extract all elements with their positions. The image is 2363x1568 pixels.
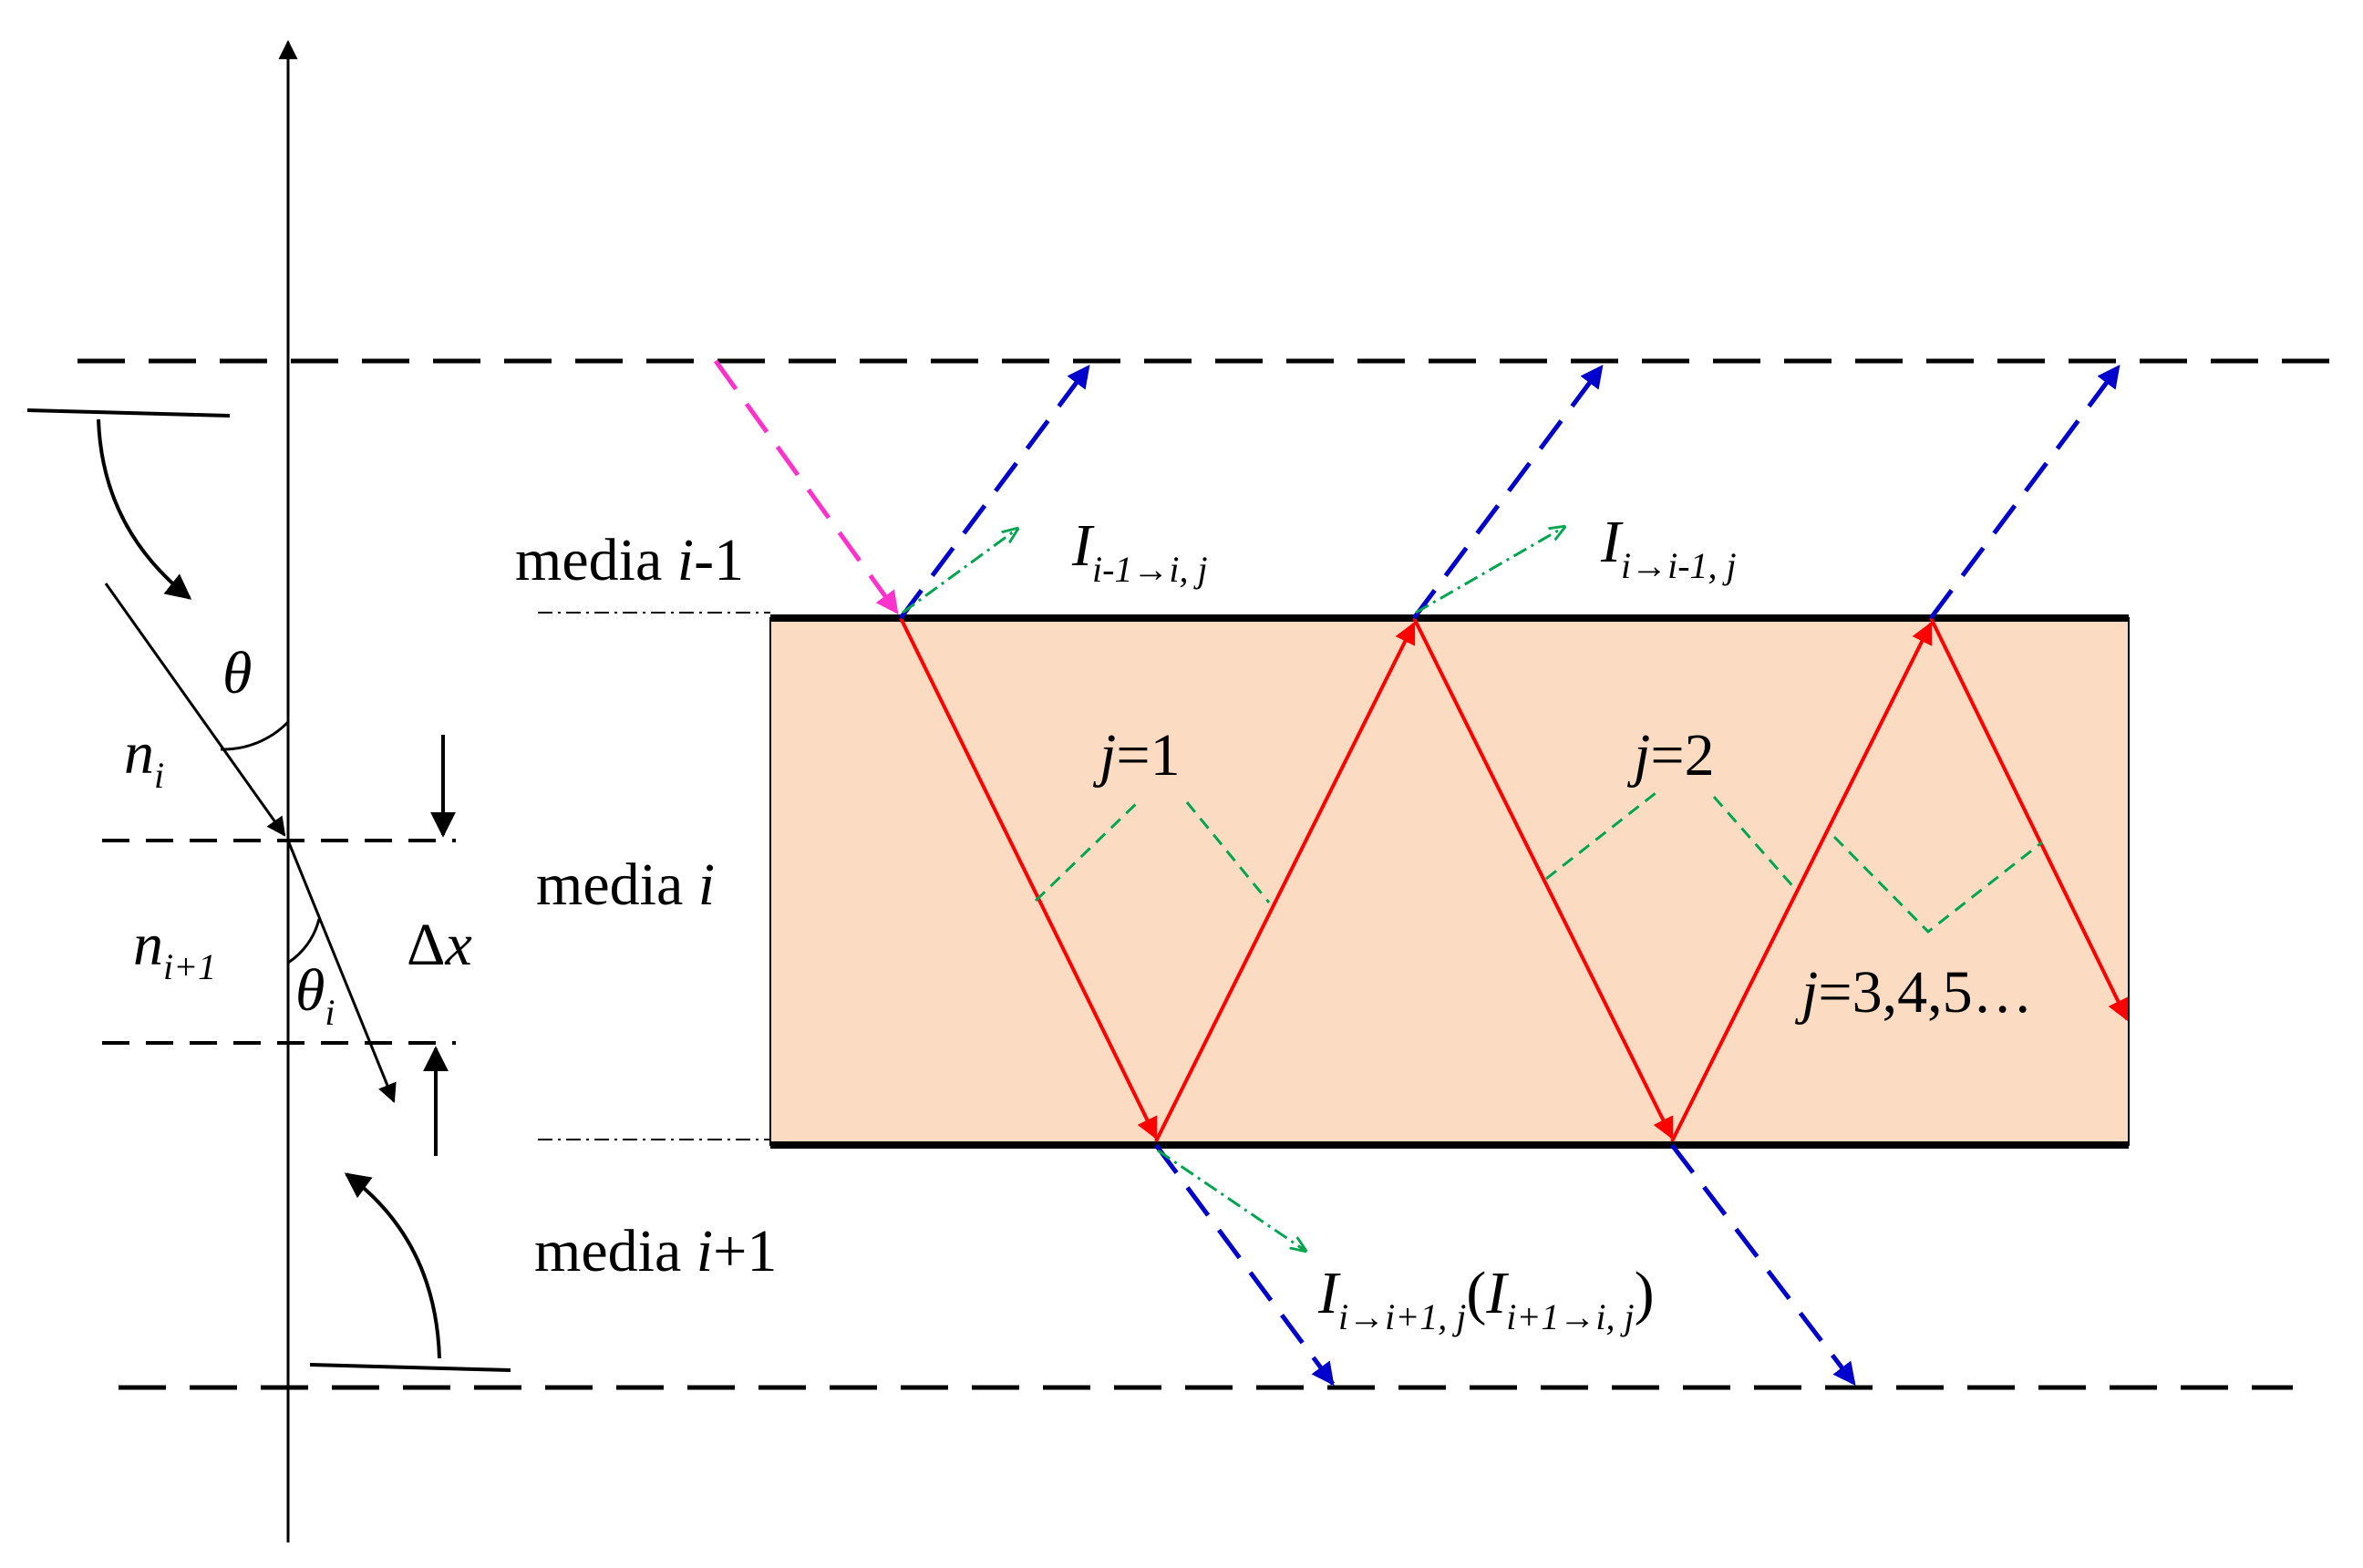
transmitted-ray-top-3	[1928, 364, 2121, 620]
transmitted-ray-top-2	[1411, 364, 1605, 620]
intensity-arrow-top-right	[1415, 527, 1564, 614]
theta-label: θ	[222, 640, 252, 707]
refracted-ray-5	[1929, 617, 2129, 1022]
j2-label: j=2	[1626, 722, 1715, 789]
theta-angle-arc	[220, 720, 290, 751]
theta-i-label: θi	[295, 957, 335, 1033]
theta-i-angle-arc	[287, 918, 321, 965]
inset-top-reference-line	[26, 408, 231, 418]
wavefront-j2	[1545, 791, 1656, 881]
intensity-arrow-top-left	[902, 529, 1017, 614]
wavefront-j1b	[1185, 801, 1271, 903]
n-i-label: ni	[124, 720, 164, 796]
wavefront-j3	[1832, 835, 2043, 934]
intensity-bottom-label: Ii→i+1, j(Ii+1→i, j)	[1317, 1260, 1655, 1337]
refracted-ray-1	[899, 617, 1158, 1140]
media-top-label: media i-1	[515, 527, 744, 593]
rotation-arrow-top	[97, 418, 192, 600]
wavefront-marks	[1034, 791, 2043, 934]
inset-bottom-reference-line	[309, 1363, 511, 1372]
refracted-ray-3	[1412, 617, 1674, 1140]
media-mid-label: media i	[536, 851, 715, 918]
media-bot-label: media i+1	[534, 1218, 777, 1284]
refracted-rays	[899, 617, 2129, 1142]
intensity-top-left-label: Ii-1→i, j	[1071, 512, 1208, 590]
j3-label: j=3,4,5…	[1794, 959, 2033, 1026]
intensity-arrow-bottom	[1157, 1149, 1305, 1251]
intensity-top-right-label: Ii→i-1, j	[1600, 509, 1737, 586]
inset-incident-ray	[104, 583, 286, 837]
j1-label: j=1	[1092, 722, 1181, 789]
media-i-slab	[769, 617, 2130, 1146]
delta-x-label: Δx	[407, 912, 472, 978]
refracted-ray-2	[1154, 621, 1416, 1142]
wavefront-j1	[1034, 800, 1140, 903]
transmitted-ray-top-1	[898, 364, 1091, 620]
transmitted-ray-bottom-2	[1670, 1143, 1856, 1386]
rotation-arrow-bottom	[344, 1172, 441, 1359]
inset-refracted-ray	[286, 840, 397, 1103]
refracted-ray-4	[1670, 621, 1933, 1142]
transmitted-ray-bottom-1	[1153, 1143, 1336, 1387]
intensity-arrows	[902, 527, 1564, 1251]
n-i1-label: ni+1	[133, 912, 216, 987]
